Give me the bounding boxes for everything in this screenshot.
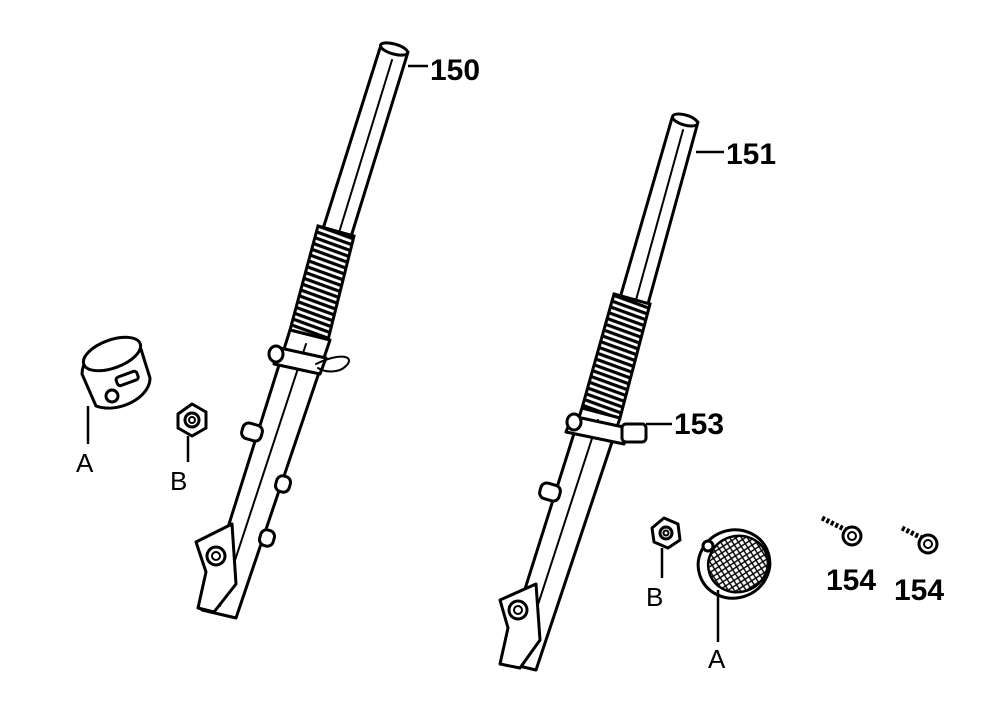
nut-b-right bbox=[650, 516, 682, 550]
screw-154-left bbox=[820, 515, 863, 547]
axle-bracket-left bbox=[194, 522, 238, 614]
boss-left-2 bbox=[273, 474, 293, 494]
axle-hole-right bbox=[507, 599, 529, 621]
cap-a-left bbox=[80, 335, 152, 410]
reflector-a-right bbox=[696, 528, 772, 600]
label-150: 150 bbox=[430, 54, 480, 87]
boss-right-1 bbox=[538, 481, 562, 503]
label-a-right: A bbox=[708, 644, 726, 674]
gaiter-right bbox=[580, 292, 652, 420]
gaiter-left bbox=[288, 224, 356, 342]
boss-left-3 bbox=[257, 528, 277, 548]
fork-leg-151 bbox=[498, 112, 700, 672]
label-b-left: B bbox=[170, 466, 187, 496]
label-154-right: 154 bbox=[894, 574, 944, 607]
boss-left-1 bbox=[240, 421, 264, 443]
axle-hole-left bbox=[205, 545, 227, 567]
inner-tube-right bbox=[618, 116, 700, 306]
label-b-right: B bbox=[646, 582, 663, 612]
nut-b-left bbox=[176, 402, 208, 438]
tube-cap-right bbox=[670, 112, 700, 128]
tube-cap-left bbox=[378, 41, 410, 57]
fork-leg-150 bbox=[194, 41, 410, 620]
label-153: 153 bbox=[674, 408, 724, 441]
inner-tube-left bbox=[320, 46, 410, 242]
screw-154-right bbox=[900, 525, 939, 555]
clamp-block-153 bbox=[620, 422, 648, 444]
label-154-left: 154 bbox=[826, 564, 876, 597]
collar-boss-left bbox=[267, 344, 285, 364]
clamp-boss-153 bbox=[565, 412, 583, 432]
label-a-left: A bbox=[76, 448, 94, 478]
label-151: 151 bbox=[726, 138, 776, 171]
